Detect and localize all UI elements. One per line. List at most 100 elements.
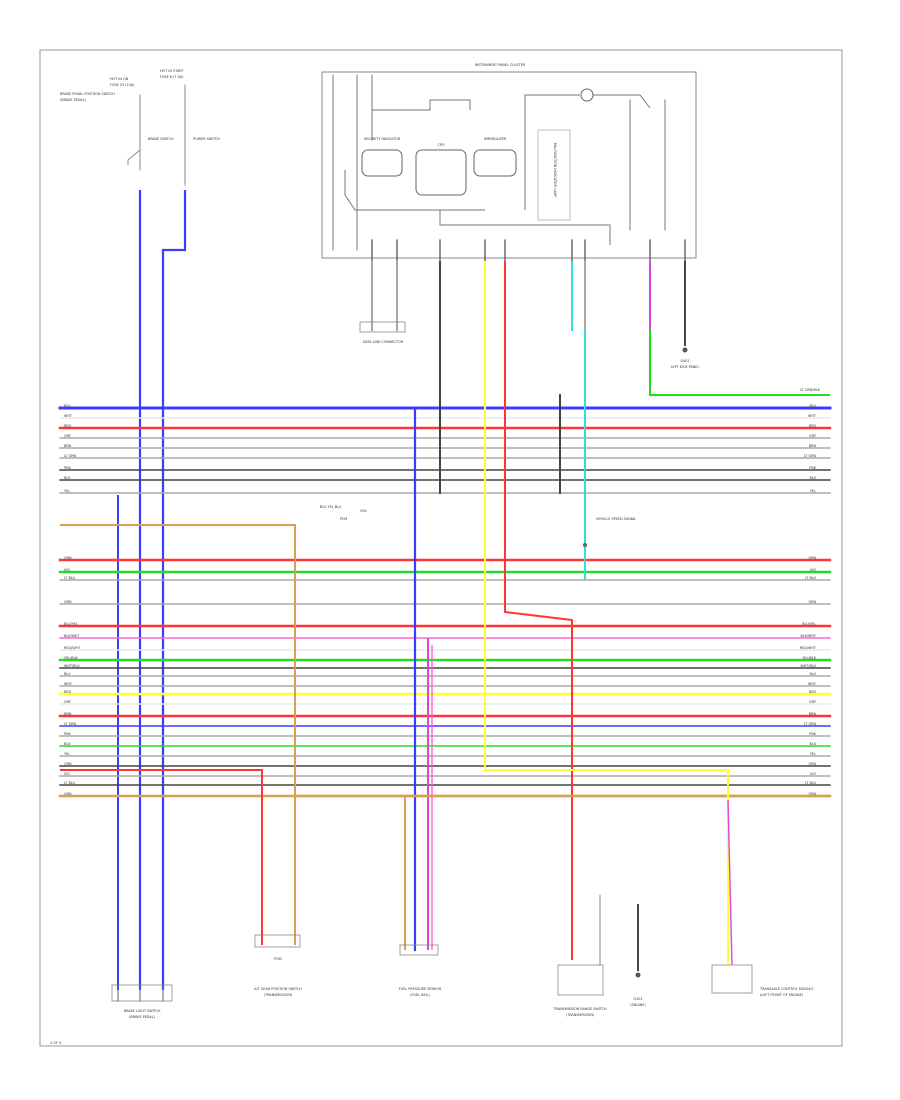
ground-sub-label: LEFT KICK PANEL — [671, 365, 700, 369]
cluster-cpu — [415, 149, 467, 196]
wire-tag: GRN — [808, 792, 816, 796]
wire-tag: VIO — [810, 772, 816, 776]
component-label: (BRAKE PEDAL) — [129, 1015, 156, 1019]
cluster-inner-trace — [439, 210, 611, 245]
ground-icon — [682, 347, 688, 353]
wire-tag: BRN — [64, 444, 72, 448]
wire-tag: GRN — [808, 600, 816, 604]
cluster-inner-trace — [593, 94, 651, 109]
vss-node — [583, 543, 587, 547]
brake-light-switch — [111, 984, 173, 1002]
wire-tag: GRY — [64, 700, 72, 704]
wire-tag: WHT/BLU — [800, 664, 816, 668]
transaxle-control-module — [711, 964, 753, 994]
wire-tag: WHT — [64, 682, 73, 686]
power-label: HOT IN START — [160, 69, 184, 73]
wire-tag: WHT — [64, 414, 73, 418]
wire-tag: BRN — [64, 712, 72, 716]
cluster-side-label: MALFUNCTION INDICATOR LAMP — [553, 143, 557, 198]
wire-tag: LT GRN/BLK — [800, 388, 820, 392]
component-label: (TRANSMISSION) — [264, 993, 293, 997]
ground-label: G101 — [633, 997, 642, 1001]
wire-tag: PNK — [64, 732, 72, 736]
component-label: FUEL PRESSURE SENSOR — [399, 987, 442, 991]
wire-tag: LT GRN — [804, 454, 817, 458]
wire-tag: RED — [809, 690, 816, 694]
wire-tag: VIO — [64, 568, 70, 572]
wire-tag: VIO — [64, 772, 70, 776]
wire-tag: LT GRN — [64, 722, 77, 726]
wire-tag: YEL/BLK — [64, 656, 78, 660]
wire-tag: YEL — [64, 752, 70, 756]
red-wire — [60, 769, 263, 945]
wire-tag: RED — [64, 690, 71, 694]
blue-feeder — [161, 190, 187, 990]
wire-tag: LT BLU — [64, 576, 76, 580]
wire-tag: LT BLU — [805, 576, 817, 580]
cluster-inner-trace — [344, 170, 485, 211]
component-label: TRANSAXLE CONTROL MODULE — [759, 987, 813, 991]
switch-blade — [127, 149, 141, 165]
wire-tag: LT GRN — [64, 454, 77, 458]
wire-tag: PNK — [809, 732, 817, 736]
cluster-sub-box — [537, 129, 571, 221]
component-label: (LEFT FRONT OF ENGINE) — [760, 993, 804, 997]
component-label: (FUEL RAIL) — [410, 993, 430, 997]
wire-tag: ORN — [808, 556, 816, 560]
wire-tag: BLK — [810, 476, 817, 480]
wire-tag: YEL — [810, 489, 816, 493]
wire-tag: GRY — [64, 434, 72, 438]
power-label: HOT IN ON — [110, 77, 129, 81]
bus-tag: PCM — [340, 517, 347, 521]
wire-tag: GRN — [64, 792, 72, 796]
cluster-module — [473, 149, 517, 177]
dlc-label: DATA LINK CONNECTOR — [363, 340, 404, 344]
wire-tag: RED/WHT — [64, 646, 81, 650]
ground-icon — [635, 972, 641, 978]
component-label: BRAKE LIGHT SWITCH — [124, 1009, 161, 1013]
gear-position-switch — [254, 934, 301, 948]
cluster-inner-trace — [524, 94, 580, 210]
green-wire — [649, 330, 830, 396]
ground-label: G401 — [680, 359, 689, 363]
wire-tag: WHT — [808, 414, 817, 418]
wire-tag: BLU — [64, 672, 71, 676]
cluster-inner-label: IMMOBILIZER — [484, 137, 507, 141]
dlc-connector — [359, 321, 406, 333]
diagram-border — [39, 49, 843, 1047]
wire-tag: GRN — [64, 600, 72, 604]
power-label: FUSE 8 (7.5A) — [160, 75, 184, 79]
wire-tag: PNK — [809, 466, 817, 470]
wire-tag: BRN — [809, 444, 817, 448]
vss-tag: VSS — [360, 509, 367, 513]
page-label: 2 OF 4 — [50, 1041, 61, 1045]
yellow-wire — [485, 769, 729, 965]
cluster-box — [321, 71, 697, 259]
wire-tag: BLU/YEL — [802, 622, 816, 626]
transmission-range-switch — [557, 964, 604, 996]
bus-tag: BLU YEL BLU — [320, 505, 342, 509]
orange-wire — [60, 524, 296, 945]
red-trunk — [504, 330, 573, 960]
magenta-wire — [727, 799, 733, 966]
component-label: PGM — [274, 957, 282, 961]
wire-tag: BLK/WHT — [64, 634, 80, 638]
switch-label: POWER SWITCH — [193, 137, 220, 141]
wire-tag: BLK — [64, 742, 71, 746]
wire-tag: BLU/YEL — [64, 622, 78, 626]
component-label: A/T GEAR POSITION SWITCH — [254, 987, 302, 991]
wire-tag: ORN — [64, 762, 72, 766]
wire-tag: PNK — [64, 466, 72, 470]
wire-tag: LT GRN — [804, 722, 817, 726]
wire-tag: ORN — [808, 762, 816, 766]
wire-tag: BLU — [64, 404, 71, 408]
indicator-lamp-icon — [580, 88, 594, 102]
wire-tag: LT BLU — [64, 781, 76, 785]
wire-tag: RED — [809, 424, 816, 428]
wire-tag: RED — [64, 424, 71, 428]
wire-tag: ORN — [64, 556, 72, 560]
switch-label: BRAKE SWITCH — [148, 137, 174, 141]
wire-tag: BLK — [810, 742, 817, 746]
switch-label: BRAKE PEDAL POSITION SWITCH — [60, 92, 115, 96]
